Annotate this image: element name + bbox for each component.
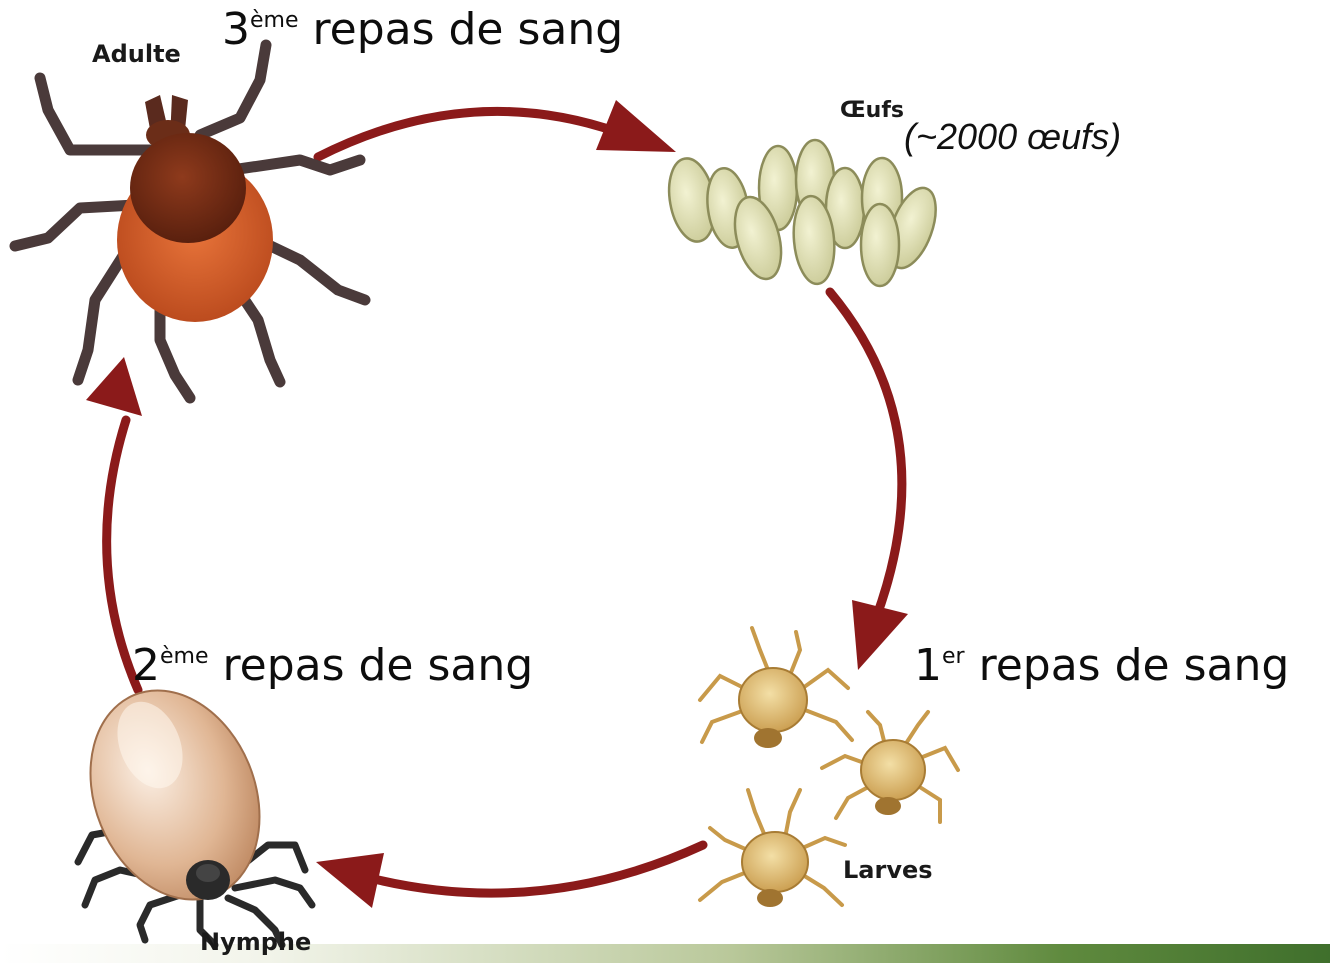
first-meal-number: 1 [914, 640, 942, 691]
arrowhead-adult [86, 357, 142, 416]
arrow-eggs-to-larvae [830, 292, 902, 618]
third-meal-text: repas de sang [299, 4, 624, 55]
label-eggs-count: (~2000 œufs) [904, 116, 1121, 158]
label-second-blood-meal: 2ème repas de sang [132, 644, 533, 688]
first-meal-text: repas de sang [965, 640, 1290, 691]
label-eggs: Œufs [840, 98, 904, 123]
arrowhead-larvae [852, 600, 908, 670]
second-meal-number: 2 [132, 640, 160, 691]
nymph-illustration [60, 665, 312, 945]
arrow-adult-to-eggs [318, 111, 620, 157]
first-meal-suffix: er [942, 644, 965, 669]
second-meal-text: repas de sang [209, 640, 534, 691]
label-first-blood-meal: 1er repas de sang [914, 644, 1289, 688]
third-meal-suffix: ème [250, 8, 299, 33]
eggs-illustration [663, 140, 945, 286]
label-third-blood-meal: 3ème repas de sang [222, 8, 623, 52]
third-meal-number: 3 [222, 4, 250, 55]
arrowhead-eggs [596, 100, 676, 152]
label-nymph: Nymphe [200, 928, 311, 956]
arrowhead-nymph [316, 853, 384, 908]
label-larvae: Larves [843, 856, 933, 884]
second-meal-suffix: ème [160, 644, 209, 669]
adult-tick-illustration [15, 45, 365, 398]
arrow-larvae-to-nymph [370, 845, 703, 893]
label-adult: Adulte [92, 40, 181, 68]
